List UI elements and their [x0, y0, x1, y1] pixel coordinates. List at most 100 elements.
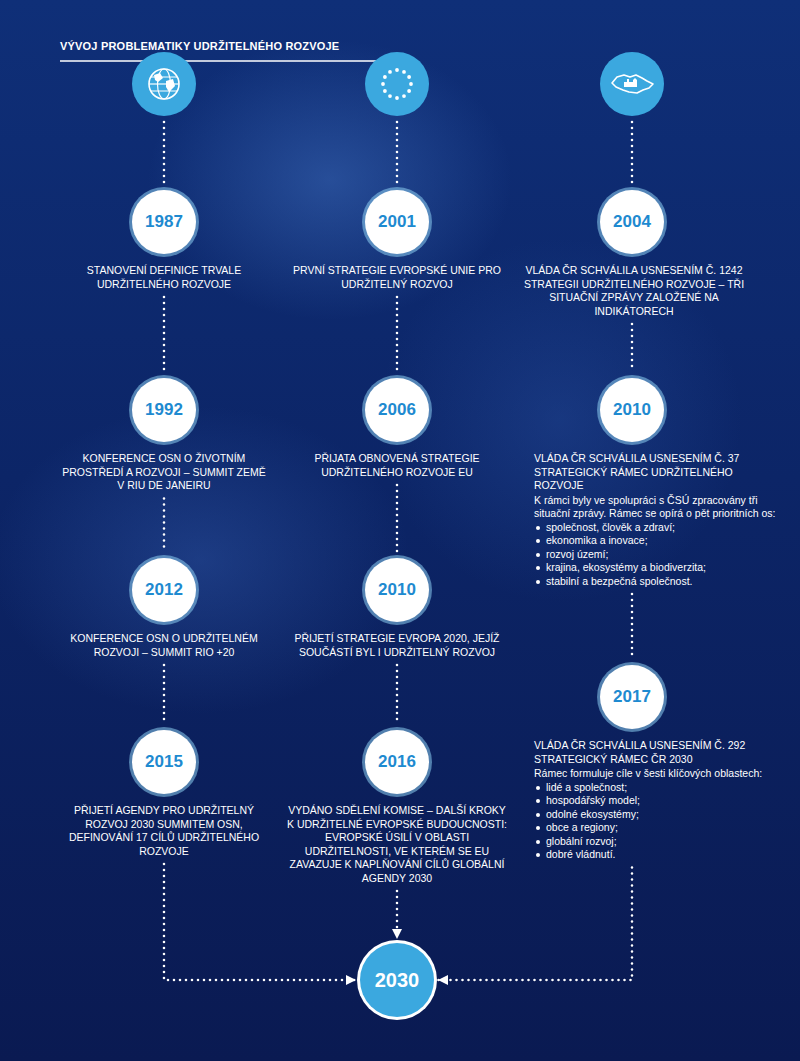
target-node: 2030	[360, 943, 434, 1017]
diagram-title: VÝVOJ PROBLEMATIKY UDRŽITELNÉHO ROZVOJE	[60, 40, 339, 52]
bullet-dot	[536, 580, 540, 584]
event-text: VLÁDA ČR SCHVÁLILA USNESENÍM Č. 292 STRA…	[534, 739, 778, 766]
year-label: 2006	[378, 400, 416, 420]
bullet-item: společnost, člověk a zdraví;	[546, 521, 675, 535]
timeline-node: 2017VLÁDA ČR SCHVÁLILA USNESENÍM Č. 292 …	[534, 665, 778, 862]
bullet-item: ekonomika a inovace;	[546, 534, 648, 548]
bullet-row: globální rozvoj;	[536, 835, 778, 849]
year-circle: 1992	[132, 378, 196, 442]
year-circle: 2004	[600, 190, 664, 254]
bullet-dot	[536, 826, 540, 830]
year-label: 2030	[375, 969, 420, 992]
event-text: PŘIJETÍ STRATEGIE EVROPA 2020, JEJÍŽ SOU…	[284, 632, 510, 659]
event-text: PŘIJATA OBNOVENÁ STRATEGIE UDRŽITELNÉHO …	[284, 452, 510, 479]
year-circle: 2006	[365, 378, 429, 442]
timeline-connector	[396, 297, 399, 372]
event-text: KONFERENCE OSN O ŽIVOTNÍM PROSTŘEDÍ A RO…	[59, 452, 269, 493]
year-label: 2004	[613, 212, 651, 232]
bullet-dot	[536, 526, 540, 530]
title-rule	[60, 60, 385, 62]
year-circle: 2010	[600, 378, 664, 442]
bullet-item: odolné ekosystémy;	[546, 808, 639, 822]
bullet-row: společnost, člověk a zdraví;	[536, 521, 778, 535]
year-label: 2001	[378, 212, 416, 232]
bullet-dot	[536, 799, 540, 803]
bullet-row: ekonomika a inovace;	[536, 534, 778, 548]
year-label: 2012	[145, 580, 183, 600]
bullet-row: odolné ekosystémy;	[536, 808, 778, 822]
arrow-connector	[438, 868, 632, 981]
bullet-dot	[536, 813, 540, 817]
bullet-item: obce a regiony;	[546, 821, 618, 835]
year-label: 1987	[145, 212, 183, 232]
timeline-connector	[163, 297, 166, 372]
timeline-node: 2015PŘIJETÍ AGENDY PRO UDRŽITELNÝ ROZVOJ…	[59, 730, 269, 858]
timeline-node: 1987STANOVENÍ DEFINICE TRVALE UDRŽITELNÉ…	[59, 190, 269, 291]
event-body: K rámci byly ve spolupráci s ČSÚ zpracov…	[534, 494, 778, 521]
year-circle: 2001	[365, 190, 429, 254]
target-circle: 2030	[360, 943, 434, 1017]
timeline-connector	[163, 665, 166, 724]
year-label: 2016	[378, 752, 416, 772]
event-text: PRVNÍ STRATEGIE EVROPSKÉ UNIE PRO UDRŽIT…	[284, 264, 510, 291]
year-circle: 2010	[365, 558, 429, 622]
timeline-connector	[396, 485, 399, 552]
year-label: 1992	[145, 400, 183, 420]
bullet-row: dobré vládnutí.	[536, 848, 778, 862]
bullet-item: dobré vládnutí.	[546, 848, 615, 862]
year-circle: 2015	[132, 730, 196, 794]
event-text: VYDÁNO SDĚLENÍ KOMISE – DALŠÍ KROKY K UD…	[284, 804, 510, 885]
timeline-node: 2006PŘIJATA OBNOVENÁ STRATEGIE UDRŽITELN…	[284, 378, 510, 479]
year-label: 2017	[613, 687, 651, 707]
year-circle: 2016	[365, 730, 429, 794]
timeline-node: 2010VLÁDA ČR SCHVÁLILA USNESENÍM Č. 37 S…	[534, 378, 778, 588]
eu-flag-icon	[365, 52, 429, 116]
event-text: PŘIJETÍ AGENDY PRO UDRŽITELNÝ ROZVOJ 203…	[59, 804, 269, 858]
bullet-item: lidé a společnost;	[546, 781, 627, 795]
bullet-item: globální rozvoj;	[546, 835, 617, 849]
bullet-dot	[536, 786, 540, 790]
globe-icon	[132, 52, 196, 116]
bullet-row: krajina, ekosystémy a biodiverzita;	[536, 561, 778, 575]
year-label: 2010	[378, 580, 416, 600]
bullet-row: rozvoj území;	[536, 548, 778, 562]
event-text: STANOVENÍ DEFINICE TRVALE UDRŽITELNÉHO R…	[59, 264, 269, 291]
bullet-item: rozvoj území;	[546, 548, 608, 562]
bullet-dot	[536, 853, 540, 857]
timeline-node: 2010PŘIJETÍ STRATEGIE EVROPA 2020, JEJÍŽ…	[284, 558, 510, 659]
event-text: VLÁDA ČR SCHVÁLILA USNESENÍM Č. 1242 STR…	[516, 264, 752, 318]
bullet-dot	[536, 840, 540, 844]
bullet-row: obce a regiony;	[536, 821, 778, 835]
year-circle: 1987	[132, 190, 196, 254]
bullet-item: krajina, ekosystémy a biodiverzita;	[546, 561, 706, 575]
year-circle: 2012	[132, 558, 196, 622]
bullet-item: hospodářský model;	[546, 794, 640, 808]
timeline-connector	[631, 324, 634, 372]
arrow-connector	[396, 891, 399, 939]
event-text: KONFERENCE OSN O UDRŽITELNÉM ROZVOJI – S…	[59, 632, 269, 659]
timeline-connector	[163, 499, 166, 553]
bullet-row: lidé a společnost;	[536, 781, 778, 795]
czech-map-icon	[600, 52, 664, 116]
bullet-item: stabilní a bezpečná společnost.	[546, 575, 693, 589]
timeline-node: 2012KONFERENCE OSN O UDRŽITELNÉM ROZVOJI…	[59, 558, 269, 659]
year-label: 2015	[145, 752, 183, 772]
timeline-connector	[631, 594, 634, 659]
icon-connectors	[164, 122, 632, 184]
year-label: 2010	[613, 400, 651, 420]
event-text: VLÁDA ČR SCHVÁLILA USNESENÍM Č. 37 STRAT…	[534, 452, 778, 493]
timeline-node: 2004VLÁDA ČR SCHVÁLILA USNESENÍM Č. 1242…	[516, 190, 752, 318]
bullet-dot	[536, 553, 540, 557]
bullet-row: hospodářský model;	[536, 794, 778, 808]
event-body: Rámec formuluje cíle v šesti klíčových o…	[534, 767, 778, 781]
timeline-node: 2016VYDÁNO SDĚLENÍ KOMISE – DALŠÍ KROKY …	[284, 730, 510, 885]
timeline-node: 1992KONFERENCE OSN O ŽIVOTNÍM PROSTŘEDÍ …	[59, 378, 269, 493]
timeline-node: 2001PRVNÍ STRATEGIE EVROPSKÉ UNIE PRO UD…	[284, 190, 510, 291]
year-circle: 2017	[600, 665, 664, 729]
bullet-row: stabilní a bezpečná společnost.	[536, 575, 778, 589]
bullet-dot	[536, 539, 540, 543]
bullet-dot	[536, 566, 540, 570]
arrow-connector	[164, 864, 356, 980]
